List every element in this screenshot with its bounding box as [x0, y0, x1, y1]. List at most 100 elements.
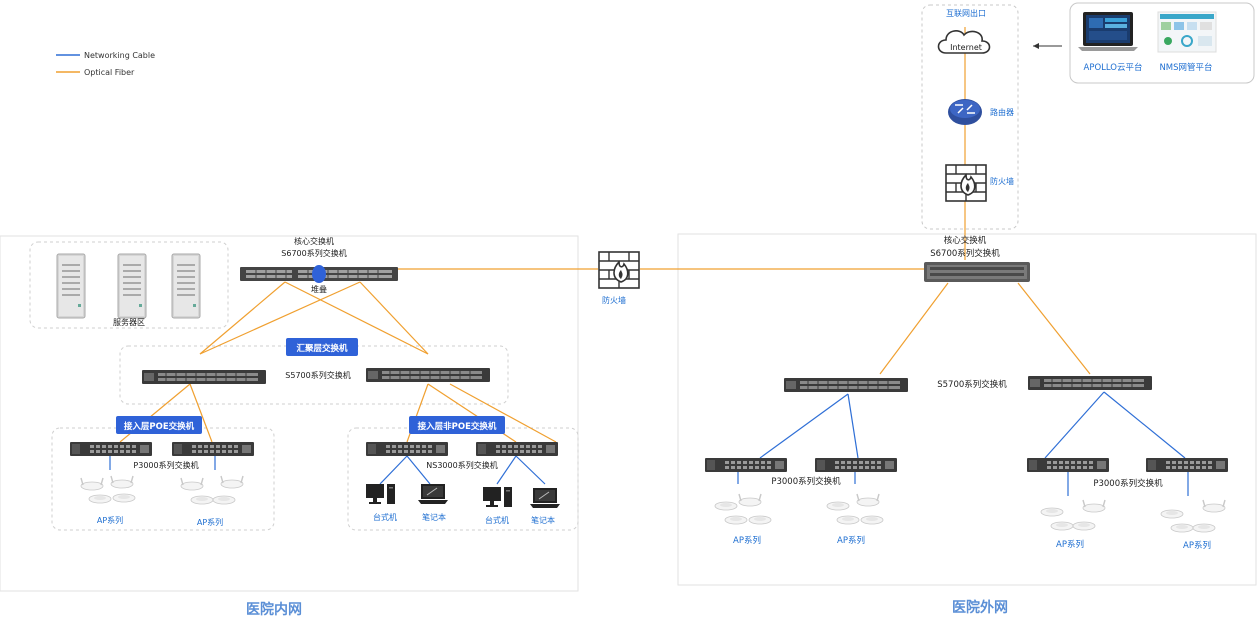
ap-icon: [738, 493, 762, 507]
ap-icon: [112, 493, 136, 503]
ap-icon: [180, 477, 204, 491]
platform-box: [1069, 2, 1255, 84]
outer-ap1-label: AP系列: [733, 535, 761, 546]
inner-agg-switch-left: [141, 369, 267, 385]
desktop-icon: [483, 487, 512, 507]
router-icon: [948, 99, 982, 125]
router-label: 路由器: [990, 107, 1014, 117]
nonpoe-model: NS3000系列交换机: [426, 460, 497, 470]
outer-access-switch: [1027, 458, 1109, 472]
ap-cluster-right: [180, 475, 244, 505]
inner-agg-switch-right: [365, 367, 491, 383]
desktop-icon: [366, 484, 395, 504]
inner-section-title: 医院内网: [246, 601, 302, 618]
ap-icon: [190, 495, 214, 505]
firewall-icon: [945, 164, 987, 202]
ap-icon: [80, 477, 104, 491]
laptop-icon: [417, 483, 449, 505]
inner-network-box: [0, 235, 579, 592]
outer-agg-model: S5700系列交换机: [937, 379, 1007, 390]
outer-network-box: [677, 233, 1257, 586]
poe-model: P3000系列交换机: [133, 460, 198, 470]
ap-icon: [836, 515, 860, 525]
outer-ap-cluster-4: [1160, 499, 1226, 533]
ap-icon: [724, 515, 748, 525]
poe-badge-label: 接入层POE交换机: [124, 421, 195, 432]
ap-icon: [748, 515, 772, 525]
internet-exit-label: 互联网出口: [946, 8, 986, 18]
internet-label: Internet: [950, 43, 982, 52]
laptop-icon: [529, 487, 561, 509]
outer-ap-cluster-2: [826, 493, 884, 525]
apollo-label: APOLLO云平台: [1084, 62, 1143, 73]
inner-ap1-label: AP系列: [97, 515, 123, 525]
ap-icon: [110, 475, 134, 489]
poe-badge: [116, 416, 202, 434]
stack-label: 堆叠: [311, 284, 327, 294]
middle-firewall-icon: [598, 251, 640, 289]
ap-icon: [1040, 507, 1064, 517]
nonpoe-badge-label: 接入层非POE交换机: [418, 421, 497, 432]
outer-access-switch: [705, 458, 787, 472]
poe-switch-left: [70, 442, 152, 456]
nonpoe-access-box: [347, 427, 579, 531]
ap-icon: [1072, 521, 1096, 531]
server-area-box: [29, 241, 229, 329]
legend: Networking Cable Optical Fiber: [56, 51, 155, 77]
server-area-label: 服务器区: [113, 317, 145, 327]
ap-icon: [1082, 499, 1106, 513]
cable-links: [109, 391, 1189, 496]
ap-icon: [1202, 499, 1226, 513]
outer-core-model: S6700系列交换机: [930, 248, 1000, 259]
ap-icon: [1170, 523, 1194, 533]
stack-icon: [312, 265, 326, 283]
outer-core-title: 核心交换机: [944, 235, 987, 246]
outer-access-right-model: P3000系列交换机: [1093, 478, 1163, 489]
outer-ap-cluster-1: [714, 493, 772, 525]
ap-icon: [212, 495, 236, 505]
outer-access-left-model: P3000系列交换机: [771, 476, 841, 487]
top-firewall-label: 防火墙: [990, 176, 1014, 186]
nms-label: NMS网管平台: [1159, 62, 1212, 73]
nonpoe-switch-left: [366, 442, 448, 456]
ap-icon: [826, 501, 850, 511]
server-icon: [171, 253, 201, 319]
laptop1-label: 笔记本: [422, 512, 446, 522]
outer-ap-cluster-3: [1040, 499, 1106, 531]
fiber-links: [119, 27, 1091, 443]
nms-screen-icon: [1157, 11, 1217, 53]
ap-icon: [1160, 509, 1184, 519]
apollo-laptop-icon: [1078, 12, 1138, 51]
inner-core-model: S6700系列交换机: [281, 248, 346, 258]
inner-ap2-label: AP系列: [197, 517, 223, 527]
outer-access-switch: [815, 458, 897, 472]
ap-icon: [88, 494, 112, 504]
nonpoe-switch-right: [476, 442, 558, 456]
ap-icon: [1050, 521, 1074, 531]
legend-cable-label: Networking Cable: [84, 51, 155, 60]
outer-ap4-label: AP系列: [1183, 540, 1211, 551]
internet-cloud-icon: [937, 30, 991, 54]
outer-ap3-label: AP系列: [1056, 539, 1084, 550]
middle-firewall-label: 防火墙: [602, 295, 626, 305]
ap-icon: [1192, 523, 1216, 533]
server-area: [56, 253, 201, 319]
ap-icon: [220, 475, 244, 489]
agg-badge: [286, 338, 358, 356]
outer-agg-switch-left: [783, 377, 909, 393]
inner-core-title: 核心交换机: [294, 236, 334, 246]
agg-badge-label: 汇聚层交换机: [296, 343, 348, 354]
outer-agg-switch-right: [1027, 375, 1153, 391]
ap-icon: [714, 501, 738, 511]
arrow-head-icon: [1033, 43, 1039, 49]
ap-icon: [860, 515, 884, 525]
laptop2-label: 笔记本: [531, 515, 555, 525]
ap-cluster-left: [80, 475, 136, 504]
legend-fiber-label: Optical Fiber: [84, 68, 135, 77]
inner-core-switch-right: [291, 266, 399, 282]
desktop2-label: 台式机: [485, 515, 509, 525]
server-icon: [56, 253, 86, 319]
outer-core-switch: [924, 262, 1030, 282]
server-icon: [117, 253, 147, 319]
